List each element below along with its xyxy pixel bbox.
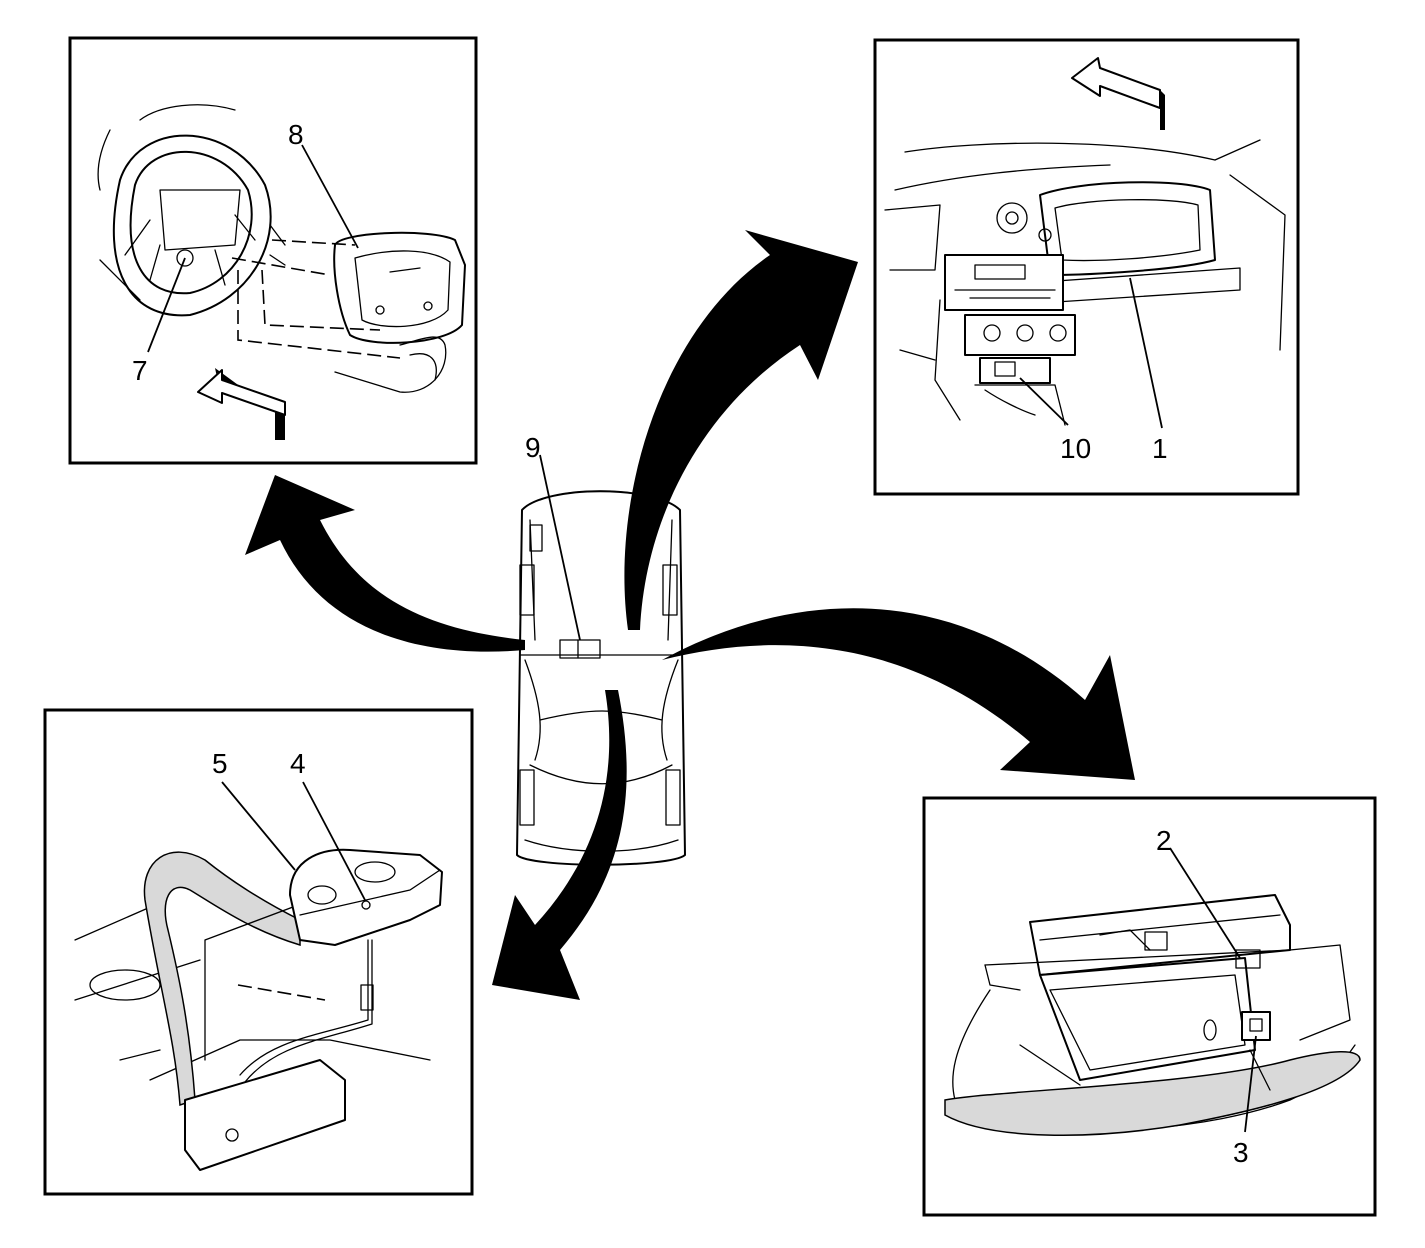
callout-5-label: 5 [212, 748, 228, 779]
callout-1-label: 1 [1152, 433, 1168, 464]
callout-10-label: 10 [1060, 433, 1091, 464]
callout-8-label: 8 [288, 119, 304, 150]
callout-8-leader [301, 144, 359, 249]
callout-3-label: 3 [1233, 1137, 1249, 1168]
front-direction-arrow-icon [197, 369, 286, 416]
curved-arrow-to-instrument-panel [624, 230, 858, 630]
curved-arrow-to-steering-wheel [245, 475, 525, 652]
instrument-panel-module-panel [873, 38, 1300, 496]
glove-box-switch-panel [922, 796, 1377, 1217]
callout-10-leader [1019, 377, 1069, 426]
callout-2-leader [1169, 847, 1241, 959]
callout-7-label: 7 [132, 355, 148, 386]
callout-2-label: 2 [1156, 825, 1172, 856]
seat-sensor-panel [43, 708, 474, 1196]
callout-5-leader [221, 781, 296, 871]
callout-3-leader [1244, 1035, 1257, 1133]
steering-wheel-module-panel [68, 36, 478, 465]
vehicle-top-view-icon [516, 490, 686, 866]
callout-9-leader [539, 454, 581, 641]
curved-arrow-to-glove-box [662, 608, 1135, 780]
callout-4-leader [302, 781, 366, 901]
curved-arrow-to-seat-sensor [492, 690, 627, 1000]
callout-7-leader [147, 257, 186, 353]
callout-9-label: 9 [525, 432, 541, 463]
callout-4-label: 4 [290, 748, 306, 779]
callout-1-leader [1129, 277, 1163, 429]
